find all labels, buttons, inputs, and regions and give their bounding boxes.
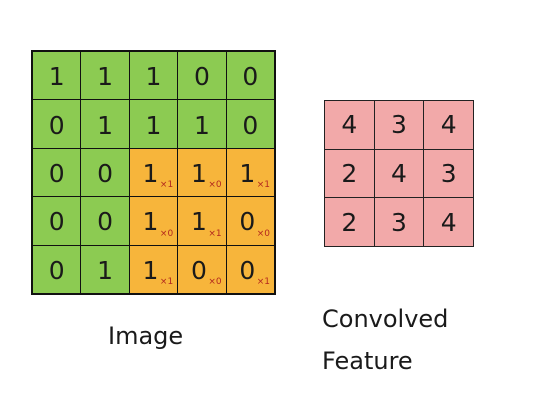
feature-cell: 3	[374, 198, 424, 246]
image-cell: 0	[81, 197, 129, 245]
image-cell: 1	[81, 245, 129, 293]
image-cell-value: 0	[193, 62, 210, 92]
image-cell-value: 1	[142, 207, 159, 237]
image-cell: 0×0	[178, 245, 226, 293]
image-cell: 0×1	[226, 245, 274, 293]
kernel-weight: ×0	[256, 228, 270, 239]
kernel-weight: ×1	[159, 277, 174, 287]
image-cell-value: 0	[242, 110, 259, 140]
image-cell-value: 1	[142, 255, 159, 285]
image-cell-value: 1	[239, 158, 256, 188]
convolved-feature-label-line1: Convolved	[322, 305, 449, 333]
convolved-feature-label-line2: Feature	[322, 347, 413, 375]
image-cell: 1×0	[178, 148, 226, 197]
image-cell-value: 1	[142, 158, 159, 188]
image-cell: 0	[33, 100, 81, 148]
image-cell-value: 0	[97, 207, 114, 237]
image-cell: 1	[81, 100, 129, 148]
image-cell: 0	[33, 148, 81, 197]
image-cell-value: 1	[145, 110, 162, 140]
kernel-weight: ×0	[208, 277, 222, 287]
kernel-weight: ×1	[159, 180, 174, 191]
feature-cell: 4	[424, 198, 473, 246]
kernel-weight: ×0	[159, 228, 174, 239]
kernel-weight: ×1	[208, 228, 222, 239]
image-cell: 0×0	[226, 197, 274, 245]
image-cell: 1×1	[129, 245, 178, 293]
image-cell-value: 1	[190, 158, 207, 188]
image-cell: 0	[33, 245, 81, 293]
image-cell-value: 0	[97, 158, 114, 188]
image-cell-value: 0	[48, 158, 65, 188]
image-cell: 1×1	[129, 148, 178, 197]
image-cell-value: 0	[239, 207, 256, 237]
kernel-weight: ×1	[256, 180, 270, 191]
feature-cell: 2	[325, 198, 374, 246]
image-cell: 1	[81, 52, 129, 100]
image-cell-value: 0	[48, 207, 65, 237]
image-cell: 1	[178, 100, 226, 148]
image-cell-value: 1	[193, 110, 210, 140]
image-cell-value: 0	[190, 255, 207, 285]
convolved-feature-label: Convolved Feature	[322, 298, 448, 382]
image-cell-value: 1	[97, 62, 114, 92]
image-cell: 1	[129, 52, 178, 100]
image-cell: 1×0	[129, 197, 178, 245]
image-cell-value: 1	[145, 62, 162, 92]
image-cell: 0	[178, 52, 226, 100]
image-cell: 0	[226, 52, 274, 100]
image-cell-value: 0	[242, 62, 259, 92]
feature-cell: 3	[424, 149, 473, 198]
feature-cell: 3	[374, 101, 424, 149]
image-cell: 0	[226, 100, 274, 148]
image-cell-value: 0	[48, 255, 65, 285]
feature-cell: 4	[325, 101, 374, 149]
image-cell-value: 1	[97, 255, 114, 285]
image-cell: 1	[33, 52, 81, 100]
image-cell-value: 1	[48, 62, 65, 92]
feature-cell: 2	[325, 149, 374, 198]
image-cell: 0	[33, 197, 81, 245]
image-label: Image	[108, 322, 184, 350]
kernel-weight: ×1	[256, 277, 270, 287]
image-cell-value: 1	[190, 207, 207, 237]
image-cell-value: 0	[239, 255, 256, 285]
image-cell-value: 0	[48, 110, 65, 140]
feature-cell: 4	[424, 101, 473, 149]
image-cell: 0	[81, 148, 129, 197]
image-cell: 1	[129, 100, 178, 148]
image-cell: 1×1	[178, 197, 226, 245]
image-cell: 1×1	[226, 148, 274, 197]
feature-cell: 4	[374, 149, 424, 198]
image-cell-value: 1	[97, 110, 114, 140]
kernel-weight: ×0	[208, 180, 222, 191]
